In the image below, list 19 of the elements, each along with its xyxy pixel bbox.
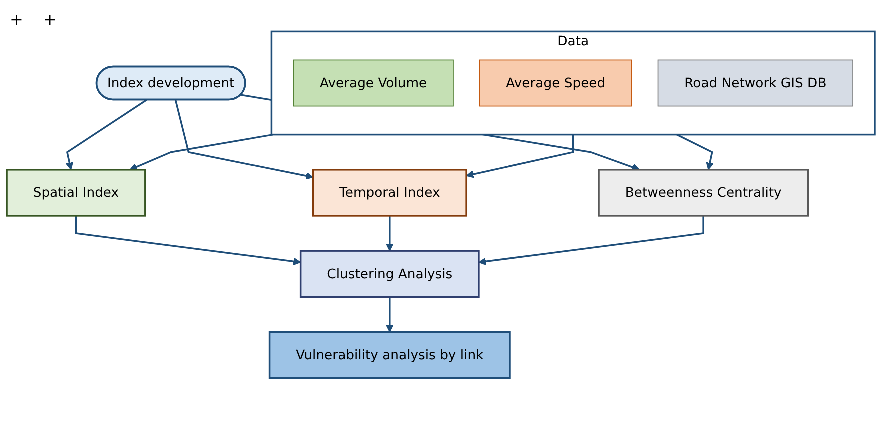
node-box: Betweenness Centrality: [598, 169, 809, 217]
arrow: [174, 100, 314, 180]
arrow: [130, 134, 274, 171]
plus-sign: +: [43, 10, 57, 29]
arrow: [466, 134, 574, 178]
arrow: [676, 134, 714, 170]
arrow: [478, 216, 704, 266]
node-box: Average Speed: [479, 60, 632, 107]
arrow: [75, 216, 302, 266]
arrow: [66, 99, 148, 170]
node-box: Vulnerability analysis by link: [268, 331, 511, 380]
arrow: [386, 216, 394, 252]
arrow: [386, 297, 394, 333]
node-box: Clustering Analysis: [300, 250, 480, 298]
plus-sign: +: [10, 10, 24, 29]
node-box: Average Volume: [293, 60, 454, 107]
node-box: Temporal Index: [312, 169, 468, 217]
node-box: Spatial Index: [6, 169, 146, 217]
node-box: Road Network GIS DB: [658, 60, 854, 107]
